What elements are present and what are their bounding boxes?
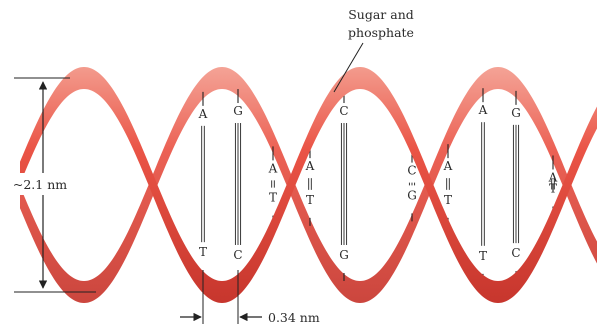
- base-letter-top: A: [268, 161, 278, 175]
- callout-label-line-1: Sugar and: [348, 7, 414, 22]
- base-pair: CG: [339, 89, 349, 281]
- base-pair: AT: [478, 88, 488, 282]
- base-letter-top: A: [443, 159, 453, 173]
- base-pair: GC: [511, 91, 521, 279]
- diameter-label: ~2.1 nm: [13, 177, 67, 192]
- base-letter-bottom: T: [479, 249, 487, 263]
- base-letter-bottom: T: [444, 193, 452, 207]
- base-letter-bottom: T: [549, 182, 557, 196]
- base-letter-top: C: [339, 104, 348, 118]
- base-letter-top: G: [233, 104, 243, 118]
- base-letter-bottom: T: [199, 245, 207, 259]
- base-letter-bottom: C: [511, 246, 520, 260]
- rise-label: 0.34 nm: [268, 310, 320, 325]
- base-letter-top: G: [511, 106, 521, 120]
- base-letter-top: C: [407, 164, 416, 178]
- base-letter-bottom: T: [269, 191, 277, 205]
- base-letter-bottom: T: [306, 193, 314, 207]
- base-letter-top: A: [198, 107, 208, 121]
- base-letter-bottom: G: [407, 188, 417, 202]
- base-pair: GC: [233, 89, 243, 281]
- base-pair: AT: [198, 92, 208, 278]
- base-letter-top: A: [305, 159, 315, 173]
- base-letter-bottom: C: [233, 248, 242, 262]
- base-letter-bottom: G: [339, 248, 349, 262]
- base-letter-top: A: [478, 103, 488, 117]
- callout-label-line-2: phosphate: [348, 25, 414, 40]
